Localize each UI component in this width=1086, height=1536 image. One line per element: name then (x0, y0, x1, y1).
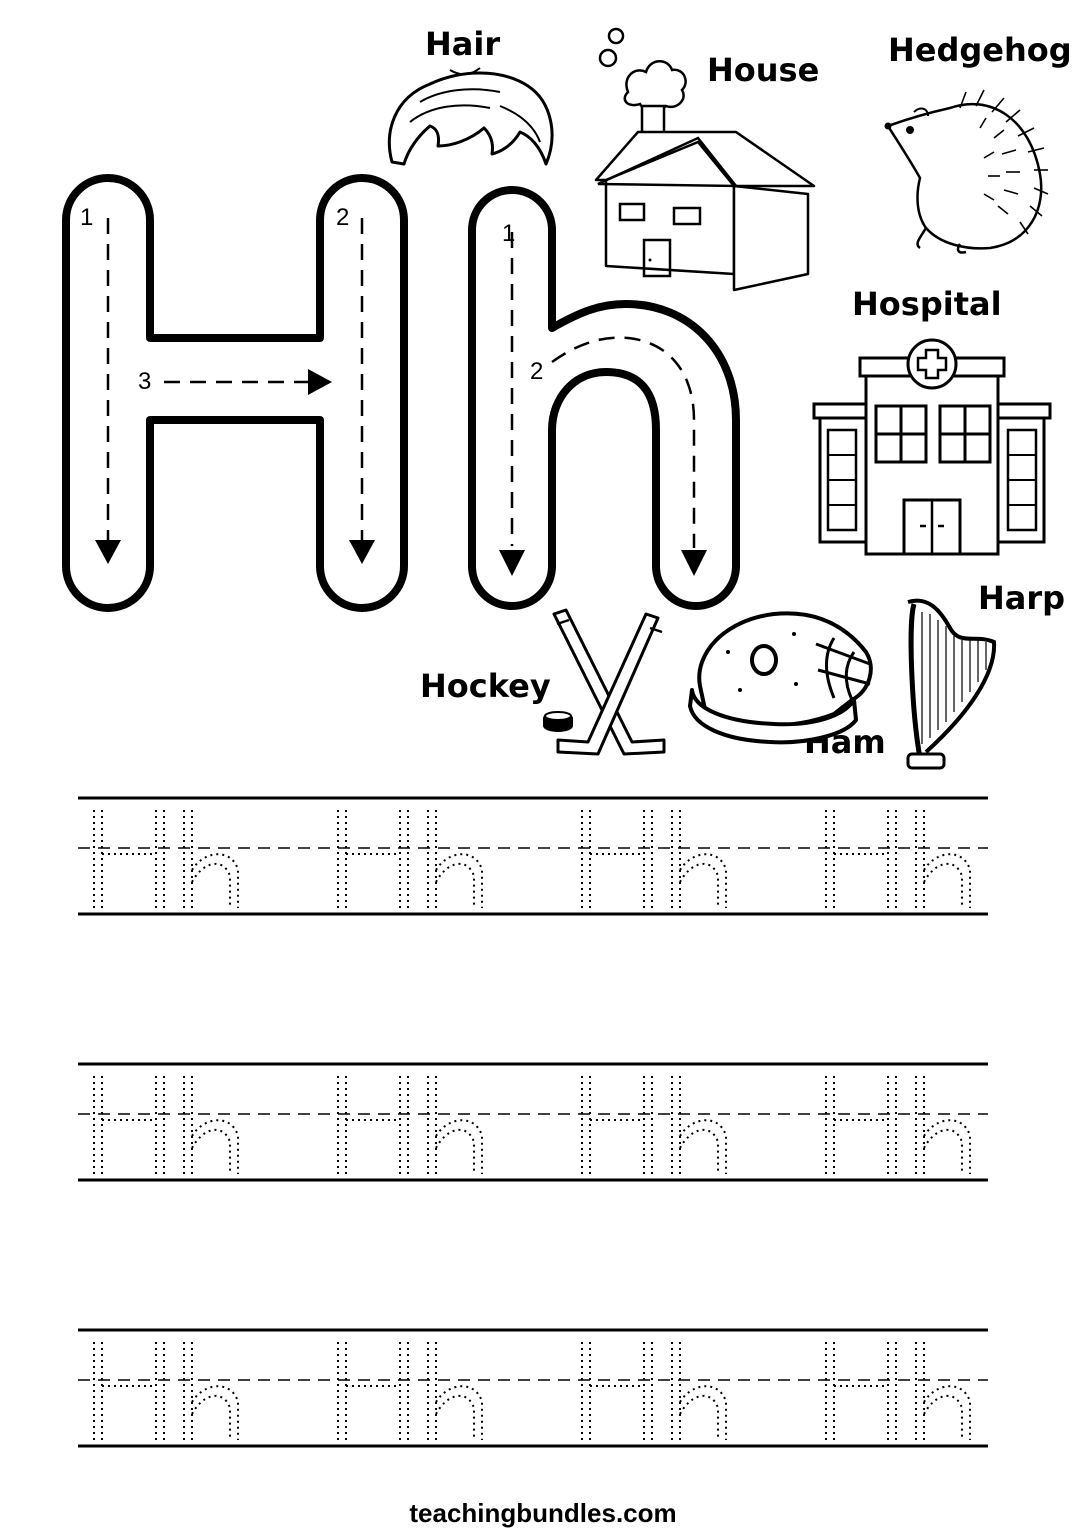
stroke-number-1-lower: 1 (502, 220, 516, 247)
traceable-hh-pair (581, 1076, 727, 1174)
footer-website: teachingbundles.com (409, 1498, 677, 1528)
ham-icon (688, 611, 873, 745)
traceable-hh-pair (93, 1076, 239, 1174)
traceable-hh-pair (93, 1342, 239, 1440)
traceable-hh-pair (825, 1076, 971, 1174)
traceable-hh-pair (337, 1076, 483, 1174)
hair-icon (387, 67, 554, 166)
label-harp: Harp (978, 579, 1066, 617)
label-hedgehog: Hedgehog (888, 31, 1072, 69)
practice-row-3 (78, 1328, 988, 1448)
label-hair: Hair (425, 25, 501, 63)
traceable-hh-pair (93, 810, 239, 908)
stroke-number-2: 2 (336, 204, 350, 231)
traceable-hh-pair (581, 1342, 727, 1440)
stroke-number-3: 3 (138, 368, 152, 395)
stroke-number-1: 1 (80, 204, 94, 231)
hockey-icon (543, 608, 666, 756)
traceable-hh-pair (825, 1342, 971, 1440)
harp-icon (906, 598, 997, 770)
practice-row-2 (78, 1062, 988, 1182)
label-house: House (707, 51, 820, 89)
label-hockey: Hockey (420, 667, 551, 705)
traceable-hh-pair (337, 1342, 483, 1440)
label-hospital: Hospital (852, 285, 1002, 323)
traceable-hh-pair (337, 810, 483, 908)
traceable-hh-pair (825, 810, 971, 908)
hospital-icon (812, 338, 1052, 556)
stroke-number-2-lower: 2 (530, 358, 544, 385)
practice-row-1 (78, 796, 988, 916)
hedgehog-icon (884, 89, 1049, 254)
traceable-hh-pair (581, 810, 727, 908)
house-icon (594, 27, 816, 292)
